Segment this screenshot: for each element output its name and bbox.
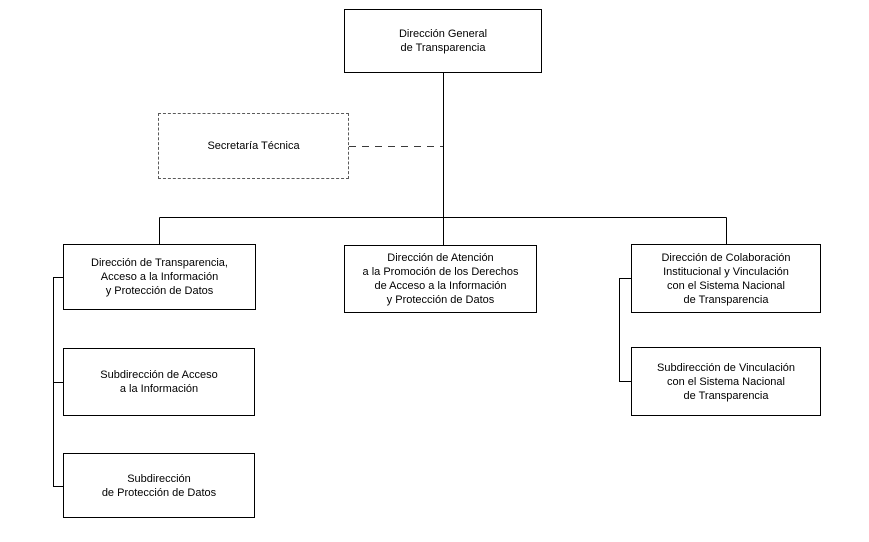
- org-node-direccion-transparencia-label: Dirección de Transparencia, Acceso a la …: [91, 257, 228, 297]
- org-node-direccion-transparencia: Dirección de Transparencia, Acceso a la …: [63, 244, 256, 310]
- org-node-secretaria-tecnica: Secretaría Técnica: [158, 113, 349, 179]
- org-node-direccion-colaboracion: Dirección de Colaboración Institucional …: [631, 244, 821, 313]
- org-node-direccion-colaboracion-label: Dirección de Colaboración Institucional …: [661, 251, 791, 306]
- org-node-direccion-atencion: Dirección de Atención a la Promoción de …: [344, 245, 537, 313]
- org-node-subdireccion-proteccion: Subdirección de Protección de Datos: [63, 453, 255, 518]
- org-node-subdireccion-vinculacion: Subdirección de Vinculación con el Siste…: [631, 347, 821, 416]
- org-node-subdireccion-acceso-label: Subdirección de Acceso a la Información: [100, 369, 218, 395]
- org-node-direccion-general-label: Dirección General de Transparencia: [398, 28, 488, 54]
- org-node-secretaria-tecnica-label: Secretaría Técnica: [207, 140, 300, 152]
- org-node-subdireccion-vinculacion-label: Subdirección de Vinculación con el Siste…: [657, 361, 795, 402]
- org-node-direccion-general: Dirección General de Transparencia: [344, 9, 542, 73]
- edge-root-to-children: [159, 73, 727, 245]
- edge-left-subtree: [53, 277, 63, 487]
- edge-right-subtree: [619, 278, 631, 382]
- org-node-subdireccion-acceso: Subdirección de Acceso a la Información: [63, 348, 255, 416]
- org-node-subdireccion-proteccion-label: Subdirección de Protección de Datos: [101, 472, 217, 499]
- org-node-direccion-atencion-label: Dirección de Atención a la Promoción de …: [362, 252, 519, 306]
